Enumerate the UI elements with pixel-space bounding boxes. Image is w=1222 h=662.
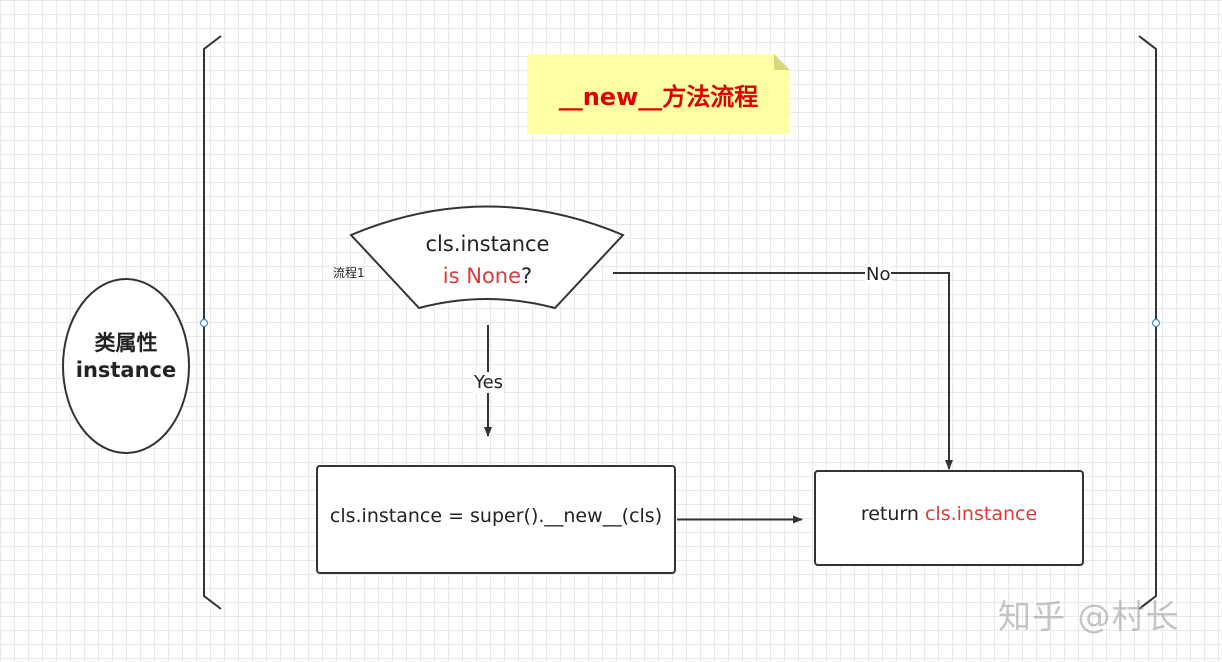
- title-note[interactable]: __new__方法流程: [527, 54, 790, 134]
- diagram-title: __new__方法流程: [558, 82, 759, 111]
- return-keyword: return: [860, 503, 925, 525]
- decision-line1: cls.instance: [425, 232, 550, 256]
- return-label: return cls.instance: [816, 503, 1082, 525]
- decision-question-mark: ?: [521, 264, 533, 288]
- decision-label: cls.instance is None?: [400, 228, 575, 292]
- decision-condition: is None: [442, 264, 522, 288]
- right-bracket-handle[interactable]: [1151, 318, 1161, 328]
- flow-tag: 流程1: [333, 266, 365, 280]
- no-connector[interactable]: [613, 272, 953, 470]
- process-label: cls.instance = super().__new__(cls): [329, 505, 663, 527]
- process-box[interactable]: [316, 465, 676, 574]
- class-attribute-label: 类属性 instance: [63, 330, 189, 384]
- decision-shape[interactable]: [349, 205, 625, 310]
- decision-line2: is None?: [400, 260, 575, 292]
- no-label: No: [865, 264, 892, 285]
- yes-label: Yes: [473, 372, 505, 393]
- return-box[interactable]: [814, 470, 1084, 566]
- class-attribute-line1: 类属性: [94, 331, 158, 355]
- class-attribute-line2: instance: [75, 358, 177, 382]
- return-value: cls.instance: [924, 503, 1038, 525]
- watermark: 知乎 @村长: [998, 597, 1180, 636]
- left-bracket-handle[interactable]: [199, 318, 209, 328]
- class-attribute-ellipse[interactable]: [62, 278, 190, 454]
